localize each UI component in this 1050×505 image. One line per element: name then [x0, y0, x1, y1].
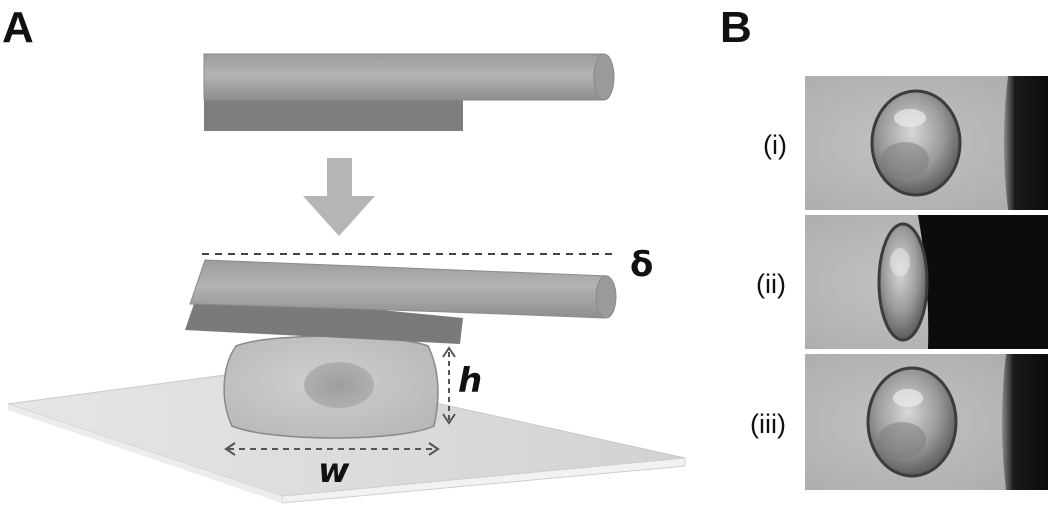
deflection-symbol: δ — [630, 245, 653, 285]
micrograph-frame-ii — [805, 215, 1048, 349]
frame-label-i: (i) — [763, 130, 787, 160]
height-arrow — [442, 346, 456, 425]
panel-b-label: B — [720, 3, 752, 52]
down-arrow-icon — [303, 158, 375, 236]
micrograph-frame-i — [805, 76, 1048, 210]
frame-label-iii: (iii) — [750, 409, 786, 439]
cell — [223, 335, 439, 439]
micrograph-frame-iii — [805, 354, 1048, 490]
cantilever-undeflected — [203, 53, 615, 131]
frame-label-ii: (ii) — [756, 269, 786, 299]
height-symbol: h — [458, 361, 482, 401]
width-symbol: w — [318, 451, 350, 491]
width-arrow — [224, 442, 440, 456]
cantilever-deflected — [185, 259, 617, 344]
panel-a-label: A — [2, 3, 34, 52]
cell-nucleus — [304, 362, 374, 408]
